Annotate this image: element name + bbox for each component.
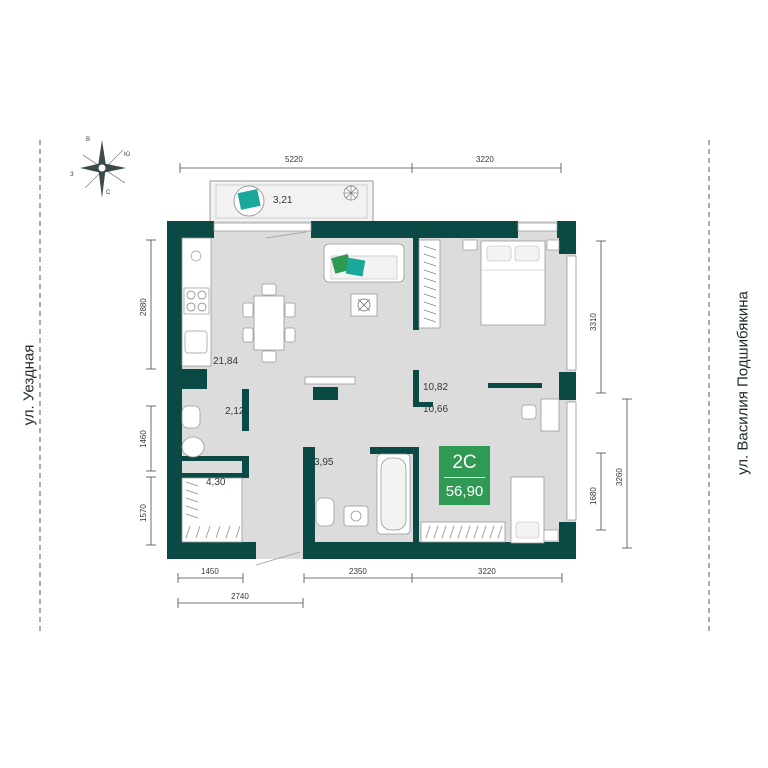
dimension-lines [146,163,632,608]
dim-right-lower-outer: 3260 [615,468,624,486]
storage-wardrobe [181,477,243,543]
compass-label-z: З [70,172,74,178]
dim-right-lower-inner: 1680 [589,487,598,505]
sofa [323,243,405,283]
toilet-room-fixtures [181,405,205,458]
dim-top-right: 3220 [476,155,494,164]
area-bedroom: 10,82 [423,382,448,393]
bedroom-wardrobe [418,239,441,329]
double-bed [462,239,560,326]
dim-bottom-total: 2740 [231,592,249,601]
second-room-desk [521,398,560,432]
dim-top-left: 5220 [285,155,303,164]
compass-label-yu: Ю [124,152,130,158]
apartment-total-area: 56,90 [445,483,484,500]
single-bed [510,476,559,544]
coffee-table [350,293,378,317]
compass: В Ю З С [70,137,130,198]
dim-left-middle: 1460 [139,430,148,448]
street-label-right: ул. Василия Подшибякина [734,291,752,475]
area-toilet: 2,12 [225,406,245,417]
apartment-type: 2С [452,452,477,473]
dim-bottom-middle: 2350 [349,567,367,576]
dim-left-lower: 1570 [139,504,148,522]
doors [255,231,307,566]
kitchen-counter [181,237,212,367]
area-second-room: 10,66 [423,404,448,415]
area-balcony: 3,21 [273,195,293,206]
second-room-wardrobe [420,521,506,543]
tv-unit [304,376,356,385]
area-bathroom: 3,95 [314,457,334,468]
dim-bottom-right: 3220 [478,567,496,576]
dim-bottom-left: 1450 [201,567,219,576]
balcony-plant [343,185,359,201]
bathroom-fixtures [315,453,411,535]
area-living-kitchen: 21,84 [213,356,238,367]
dim-right-upper: 3310 [589,313,598,331]
balcony-railing [215,184,368,219]
walls [167,221,576,559]
apartment-badge: 2С 56,90 [439,446,490,505]
street-label-left: ул. Уездная [20,344,38,426]
windows [213,222,577,521]
dining-table [242,283,296,363]
area-storage: 4,30 [206,477,226,488]
balcony-chair [233,185,265,217]
compass-label-v: В [86,137,90,143]
compass-label-s: С [106,190,111,196]
badge-divider [444,477,485,478]
dim-left-upper: 2880 [139,298,148,316]
